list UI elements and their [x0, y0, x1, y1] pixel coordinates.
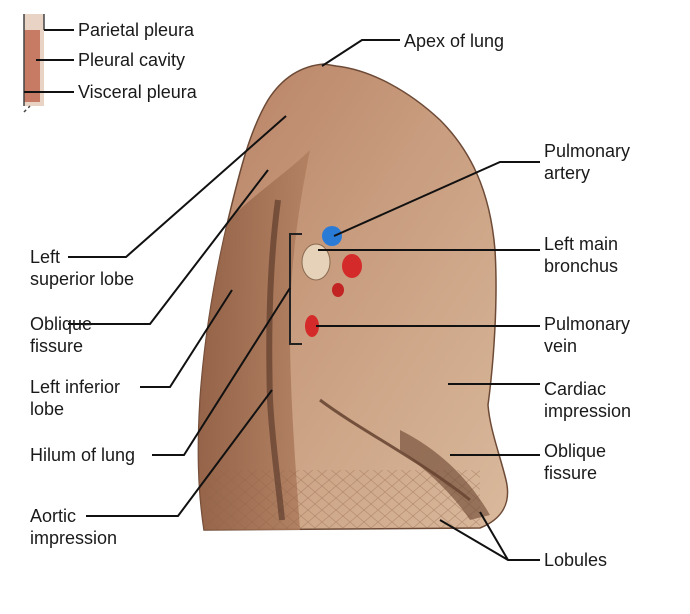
leader-lines	[24, 29, 540, 561]
pulmonary-vein-marker	[305, 315, 319, 337]
inset-tissue	[24, 30, 40, 102]
leader-left-inferior-lobe	[140, 289, 233, 388]
dark-groove	[266, 199, 285, 521]
leader-pulmonary-artery	[333, 161, 540, 237]
pulmonary-artery-marker	[322, 226, 342, 246]
leader-aortic-impression	[86, 389, 273, 517]
label-visceral-pleura: Visceral pleura	[78, 82, 197, 102]
leader-oblique-fissure-left	[68, 169, 269, 325]
leader-hilum	[152, 287, 291, 456]
lobule-texture	[204, 470, 480, 530]
leader-lobules	[439, 511, 540, 561]
bronchus-stump	[301, 243, 331, 281]
vein-marker-middle	[332, 283, 344, 297]
label-apex-of-lung: Apex of lung	[404, 31, 505, 51]
label-pleural-cavity: Pleural cavity	[78, 50, 186, 70]
leader-left-superior-lobe	[68, 115, 287, 258]
label-lobules: Lobules	[544, 550, 608, 570]
lower-lobe-shadow	[400, 430, 490, 520]
lung-illustration	[197, 63, 509, 531]
label-hilum-of-lung: Hilum of lung	[30, 445, 136, 465]
vein-marker-upper	[342, 254, 362, 278]
leader-apex	[321, 39, 400, 67]
label-parietal-pleura: Parietal pleura	[78, 20, 195, 40]
pleura-inset	[23, 14, 45, 113]
medial-surface	[198, 150, 310, 530]
